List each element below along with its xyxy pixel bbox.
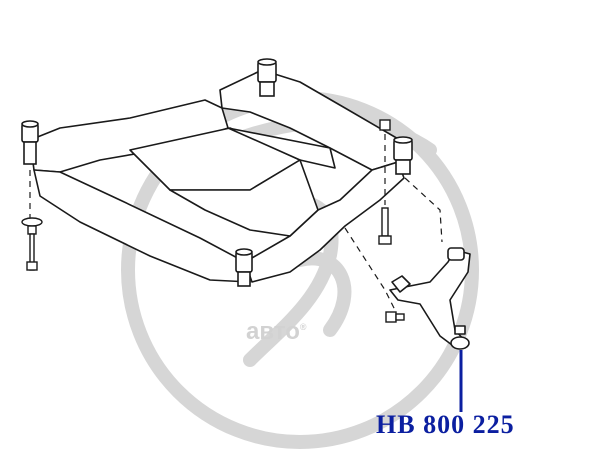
- bushing-front-right: [393, 136, 413, 175]
- bushing-rear-left: [21, 120, 39, 165]
- bolt-arm-front: [385, 311, 405, 323]
- bolt-left: [21, 217, 43, 271]
- watermark-text: авто®: [246, 318, 307, 345]
- part-number-label: HB 800 225: [376, 410, 515, 439]
- lower-control-arm: [389, 247, 471, 350]
- alignment-guides: [29, 134, 443, 311]
- bushing-rear-center: [257, 58, 277, 97]
- bushing-front-left: [235, 248, 253, 287]
- mounting-bolts: [21, 119, 405, 323]
- mount-bushings: [21, 58, 413, 287]
- bolt-right: [378, 119, 392, 245]
- ball-joint: [450, 325, 470, 350]
- front-subframe: [29, 69, 405, 283]
